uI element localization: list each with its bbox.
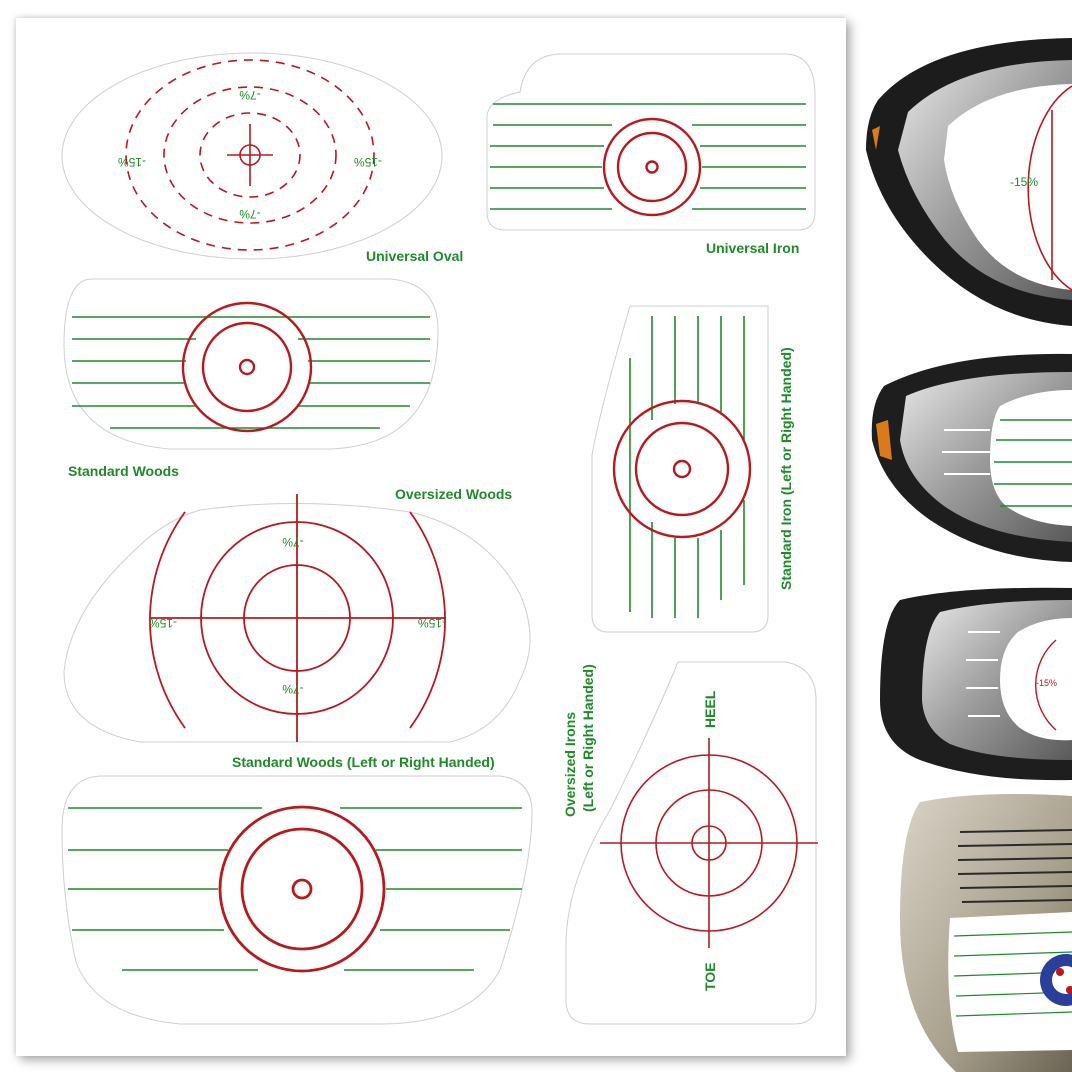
- oversized-irons-label-line2: (Left or Right Handed): [580, 664, 596, 812]
- iron-photo: [900, 794, 1072, 1072]
- oval-right-15-label: -15%: [354, 155, 382, 169]
- standard-woods-lr-sticker: -7% -7% -15% -15%: [63, 494, 531, 743]
- heel-label: HEEL: [702, 690, 718, 728]
- woods-top-7-label: -7%: [282, 535, 304, 549]
- standard-woods-sticker: [63, 278, 439, 450]
- universal-oval-sticker: -7% -7% -15% -15%: [61, 52, 443, 260]
- oversized-woods-sticker: [61, 775, 533, 1025]
- universal-iron-sticker: [486, 53, 816, 231]
- toe-label: TOE: [702, 962, 718, 991]
- standard-woods-label: Standard Woods: [68, 463, 179, 479]
- standard-iron-sticker: [591, 305, 769, 633]
- hybrid-15-label: -15%: [1036, 678, 1057, 688]
- universal-oval-label: Universal Oval: [366, 248, 464, 264]
- oversized-irons-sticker: [565, 661, 818, 1025]
- woods-bottom-7-label: -7%: [282, 682, 304, 696]
- universal-iron-label: Universal Iron: [706, 240, 800, 256]
- oval-top-7-label: -7%: [239, 88, 261, 102]
- oval-left-15-label: -15%: [118, 155, 146, 169]
- oversized-irons-label-line1: Oversized Irons: [562, 711, 578, 817]
- fairway-wood-photo: [871, 353, 1072, 562]
- standard-iron-lr-label: Standard Iron (Left or Right Handed): [778, 347, 794, 590]
- hybrid-photo: -15%: [880, 587, 1072, 781]
- driver-15-label: -15%: [1010, 175, 1038, 189]
- oval-bottom-7-label: -7%: [239, 207, 261, 221]
- driver-photo: -15%: [866, 38, 1072, 326]
- standard-woods-lr-label: Standard Woods (Left or Right Handed): [232, 754, 495, 770]
- woods-left-15-label: -15%: [149, 616, 177, 630]
- woods-right-15-label: -15%: [418, 616, 446, 630]
- oversized-woods-label: Oversized Woods: [395, 486, 513, 502]
